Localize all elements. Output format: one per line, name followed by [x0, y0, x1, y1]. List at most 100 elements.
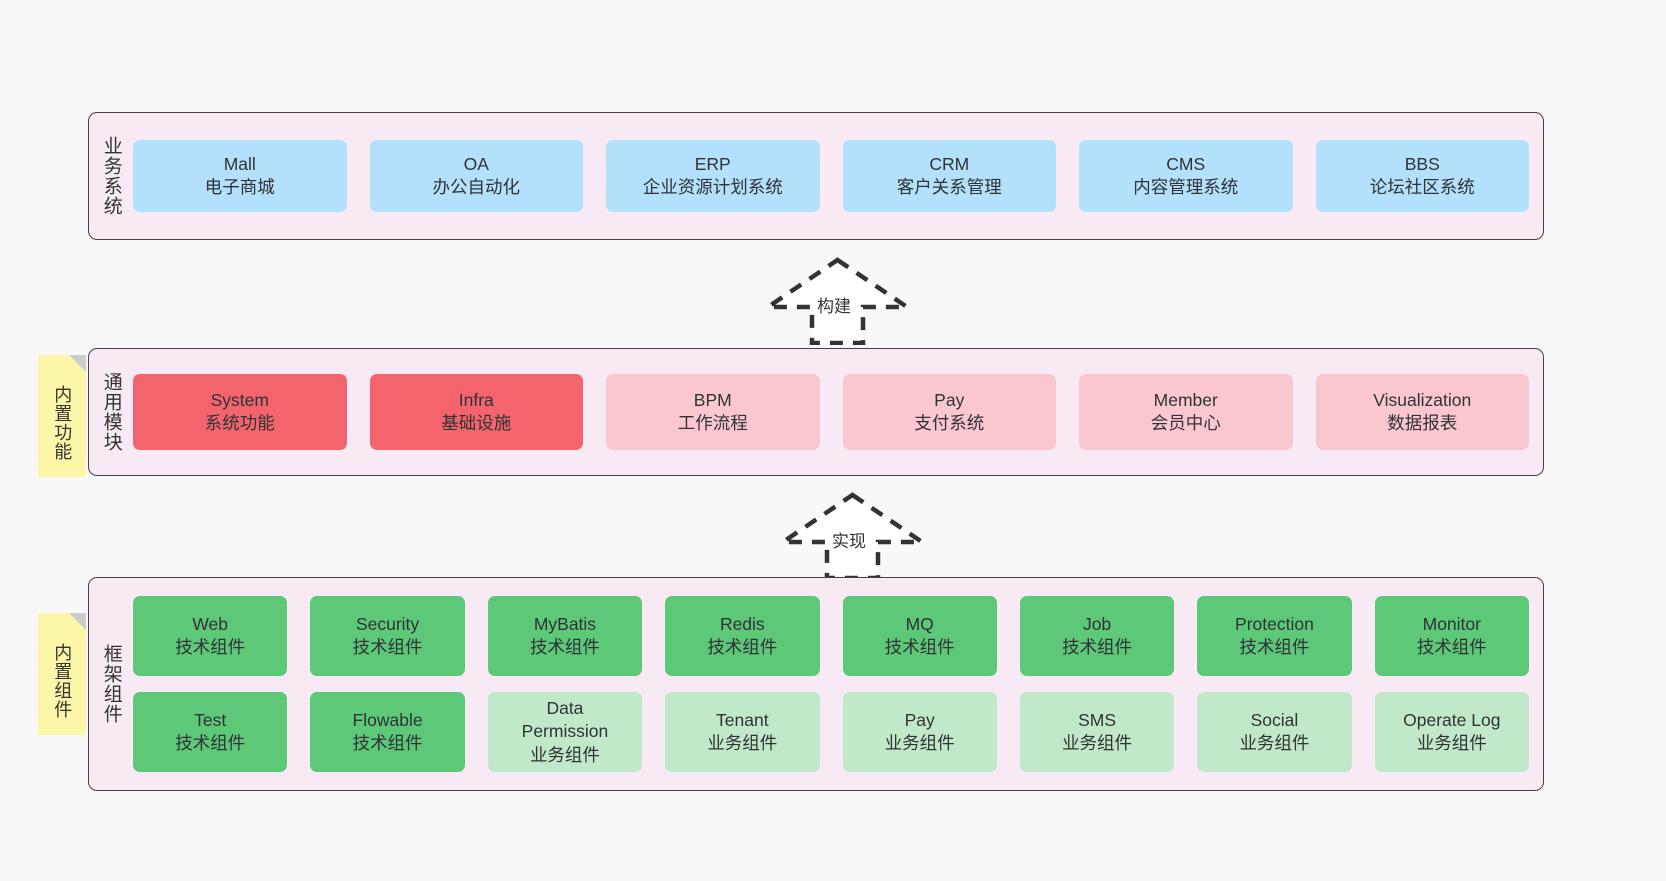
node-subtitle: 数据报表: [1387, 413, 1458, 433]
node-pay-module[interactable]: Pay 支付系统: [842, 374, 1056, 450]
node-monitor[interactable]: Monitor 技术组件: [1374, 596, 1529, 676]
node-subtitle: 业务组件: [1416, 733, 1487, 753]
node-pay-component[interactable]: Pay 业务组件: [842, 692, 997, 772]
layer-common-module: 通用模块 System 系统功能 Infra 基础设施 BPM 工作流程 Pay…: [88, 348, 1544, 476]
business-node-row: Mall 电子商城 OA 办公自动化 ERP 企业资源计划系统 CRM 客户关系…: [133, 140, 1529, 212]
sticky-note-builtin-function: 内置功能: [38, 355, 86, 477]
node-subtitle: 业务组件: [707, 733, 778, 753]
framework-tech-row: Web 技术组件 Security 技术组件 MyBatis 技术组件 Redi…: [133, 596, 1529, 676]
node-subtitle: 基础设施: [441, 413, 512, 433]
connector-implement-label: 实现: [832, 532, 866, 551]
node-title: Job: [1082, 613, 1112, 634]
node-erp[interactable]: ERP 企业资源计划系统: [606, 140, 820, 212]
node-subtitle: 技术组件: [1416, 637, 1487, 657]
node-infra[interactable]: Infra 基础设施: [369, 374, 583, 450]
layer-body-framework: Web 技术组件 Security 技术组件 MyBatis 技术组件 Redi…: [133, 578, 1543, 790]
node-crm[interactable]: CRM 客户关系管理: [842, 140, 1056, 212]
node-subtitle: 论坛社区系统: [1369, 177, 1475, 197]
generalization-arrow-icon: [760, 257, 915, 346]
node-title: Visualization: [1373, 389, 1472, 410]
node-subtitle: 技术组件: [175, 733, 246, 753]
node-subtitle: 业务组件: [529, 744, 600, 765]
node-title: Test: [194, 709, 227, 730]
generalization-arrow-icon: [775, 492, 930, 581]
node-subtitle: 业务组件: [884, 733, 955, 753]
node-title: Infra: [458, 389, 494, 410]
node-subtitle: 工作流程: [677, 413, 748, 433]
node-title: ERP: [694, 153, 731, 174]
node-subtitle: 支付系统: [914, 413, 985, 433]
node-title: BPM: [693, 389, 732, 410]
layer-body-business: Mall 电子商城 OA 办公自动化 ERP 企业资源计划系统 CRM 客户关系…: [133, 113, 1543, 239]
sticky-note-label: 内置功能: [52, 385, 73, 461]
node-title: Monitor: [1422, 613, 1481, 634]
node-subtitle: 客户关系管理: [896, 177, 1002, 197]
node-subtitle: 企业资源计划系统: [642, 177, 783, 197]
node-redis[interactable]: Redis 技术组件: [665, 596, 820, 676]
node-title: Flowable: [352, 709, 423, 730]
node-title: Mall: [223, 153, 256, 174]
node-cms[interactable]: CMS 内容管理系统: [1079, 140, 1293, 212]
connector-build-label: 构建: [817, 297, 851, 316]
node-title: Redis: [719, 613, 765, 634]
node-mq[interactable]: MQ 技术组件: [842, 596, 997, 676]
node-oa[interactable]: OA 办公自动化: [369, 140, 583, 212]
node-social[interactable]: Social 业务组件: [1197, 692, 1352, 772]
sticky-note-builtin-component: 内置组件: [38, 613, 86, 735]
node-subtitle: 技术组件: [175, 637, 246, 657]
node-flowable[interactable]: Flowable 技术组件: [310, 692, 465, 772]
node-title: MyBatis: [533, 613, 597, 634]
layer-body-common: System 系统功能 Infra 基础设施 BPM 工作流程 Pay 支付系统…: [133, 349, 1543, 475]
node-job[interactable]: Job 技术组件: [1019, 596, 1175, 676]
node-title: BBS: [1404, 153, 1440, 174]
node-subtitle: 技术组件: [529, 637, 600, 657]
node-subtitle: 技术组件: [1062, 637, 1133, 657]
node-data-permission[interactable]: Data Permission 业务组件: [487, 692, 643, 772]
node-subtitle: 电子商城: [204, 177, 275, 197]
sticky-note-label: 内置组件: [52, 643, 73, 719]
node-title-cont: Permission: [521, 721, 609, 742]
node-subtitle: 技术组件: [1239, 637, 1310, 657]
node-title: CRM: [929, 153, 970, 174]
node-tenant[interactable]: Tenant 业务组件: [665, 692, 820, 772]
node-title: Social: [1250, 709, 1299, 730]
node-title: Tenant: [716, 709, 769, 730]
node-system[interactable]: System 系统功能: [133, 374, 347, 450]
node-title: Data: [546, 698, 584, 719]
node-title: Pay: [934, 389, 965, 410]
node-title: Member: [1153, 389, 1218, 410]
node-bpm[interactable]: BPM 工作流程: [606, 374, 820, 450]
layer-label-common: 通用模块: [100, 372, 122, 452]
node-title: Web: [192, 613, 229, 634]
node-sms[interactable]: SMS 业务组件: [1019, 692, 1175, 772]
node-title: Protection: [1235, 613, 1314, 634]
node-protection[interactable]: Protection 技术组件: [1197, 596, 1352, 676]
node-title: SMS: [1078, 709, 1117, 730]
node-web[interactable]: Web 技术组件: [133, 596, 288, 676]
node-subtitle: 系统功能: [204, 413, 275, 433]
node-member[interactable]: Member 会员中心: [1079, 374, 1293, 450]
node-title: Pay: [904, 709, 935, 730]
connector-build: 构建: [755, 255, 920, 346]
node-mall[interactable]: Mall 电子商城: [133, 140, 347, 212]
node-visualization[interactable]: Visualization 数据报表: [1315, 374, 1529, 450]
node-test[interactable]: Test 技术组件: [133, 692, 288, 772]
node-subtitle: 技术组件: [352, 637, 423, 657]
node-subtitle: 业务组件: [1062, 733, 1133, 753]
layer-business-system: 业务系统 Mall 电子商城 OA 办公自动化 ERP 企业资源计划系统 CRM…: [88, 112, 1544, 240]
node-subtitle: 会员中心: [1150, 413, 1221, 433]
node-title: OA: [463, 153, 489, 174]
node-title: Security: [355, 613, 420, 634]
node-security[interactable]: Security 技术组件: [310, 596, 465, 676]
node-title: CMS: [1166, 153, 1206, 174]
connector-implement: 实现: [770, 490, 935, 581]
node-bbs[interactable]: BBS 论坛社区系统: [1315, 140, 1529, 212]
node-title: System: [210, 389, 269, 410]
node-subtitle: 技术组件: [707, 637, 778, 657]
node-mybatis[interactable]: MyBatis 技术组件: [487, 596, 643, 676]
node-subtitle: 技术组件: [352, 733, 423, 753]
layer-label-framework: 框架组件: [100, 644, 122, 724]
node-title: Operate Log: [1403, 709, 1501, 730]
node-operate-log[interactable]: Operate Log 业务组件: [1374, 692, 1529, 772]
